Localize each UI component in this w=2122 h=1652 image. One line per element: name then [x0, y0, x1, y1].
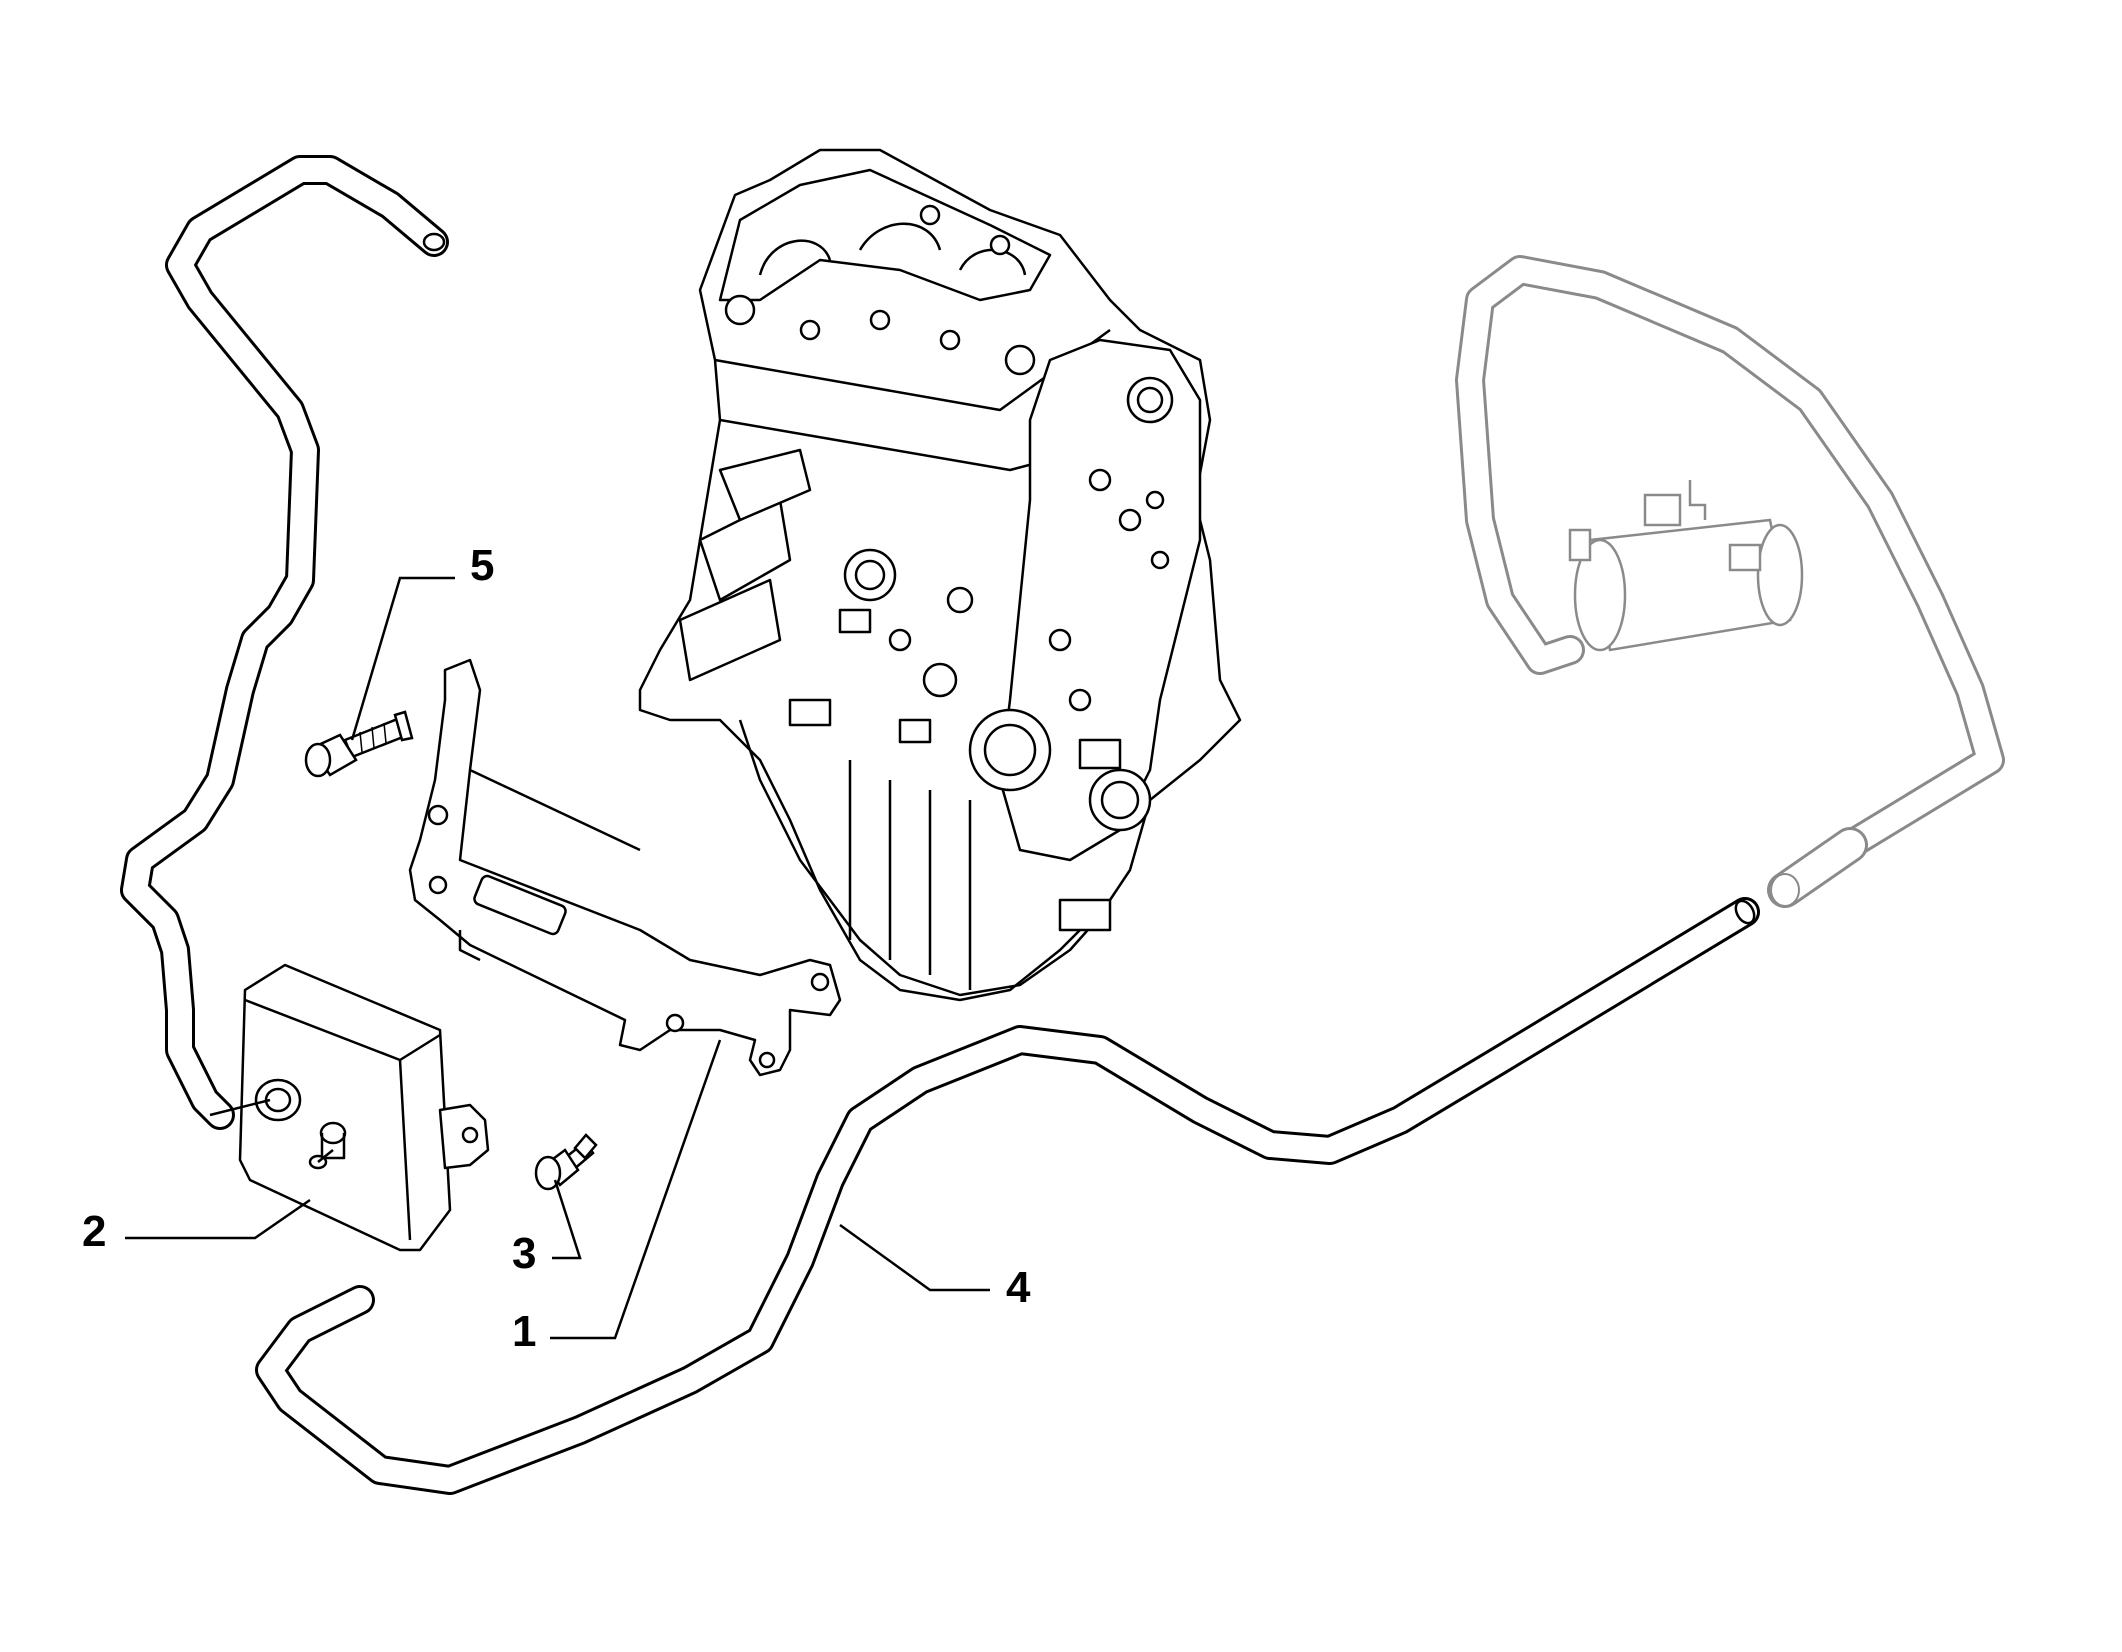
hose-4 — [255, 897, 1760, 1495]
bolt-5 — [304, 710, 414, 778]
callout-2: 2 — [82, 1207, 107, 1256]
oil-separator — [209, 963, 490, 1252]
bolt-3 — [534, 1133, 598, 1191]
return-hose-ghost — [1455, 255, 2005, 908]
valve-ghost — [1568, 480, 1804, 652]
callout-5: 5 — [470, 541, 495, 590]
bracket — [408, 658, 842, 1077]
vent-hose — [120, 155, 449, 1130]
callout-4: 4 — [1006, 1263, 1031, 1312]
callout-3: 3 — [512, 1229, 537, 1278]
engine-block — [638, 148, 1242, 1002]
callout-1: 1 — [512, 1307, 537, 1356]
leader-lines — [125, 576, 990, 1340]
